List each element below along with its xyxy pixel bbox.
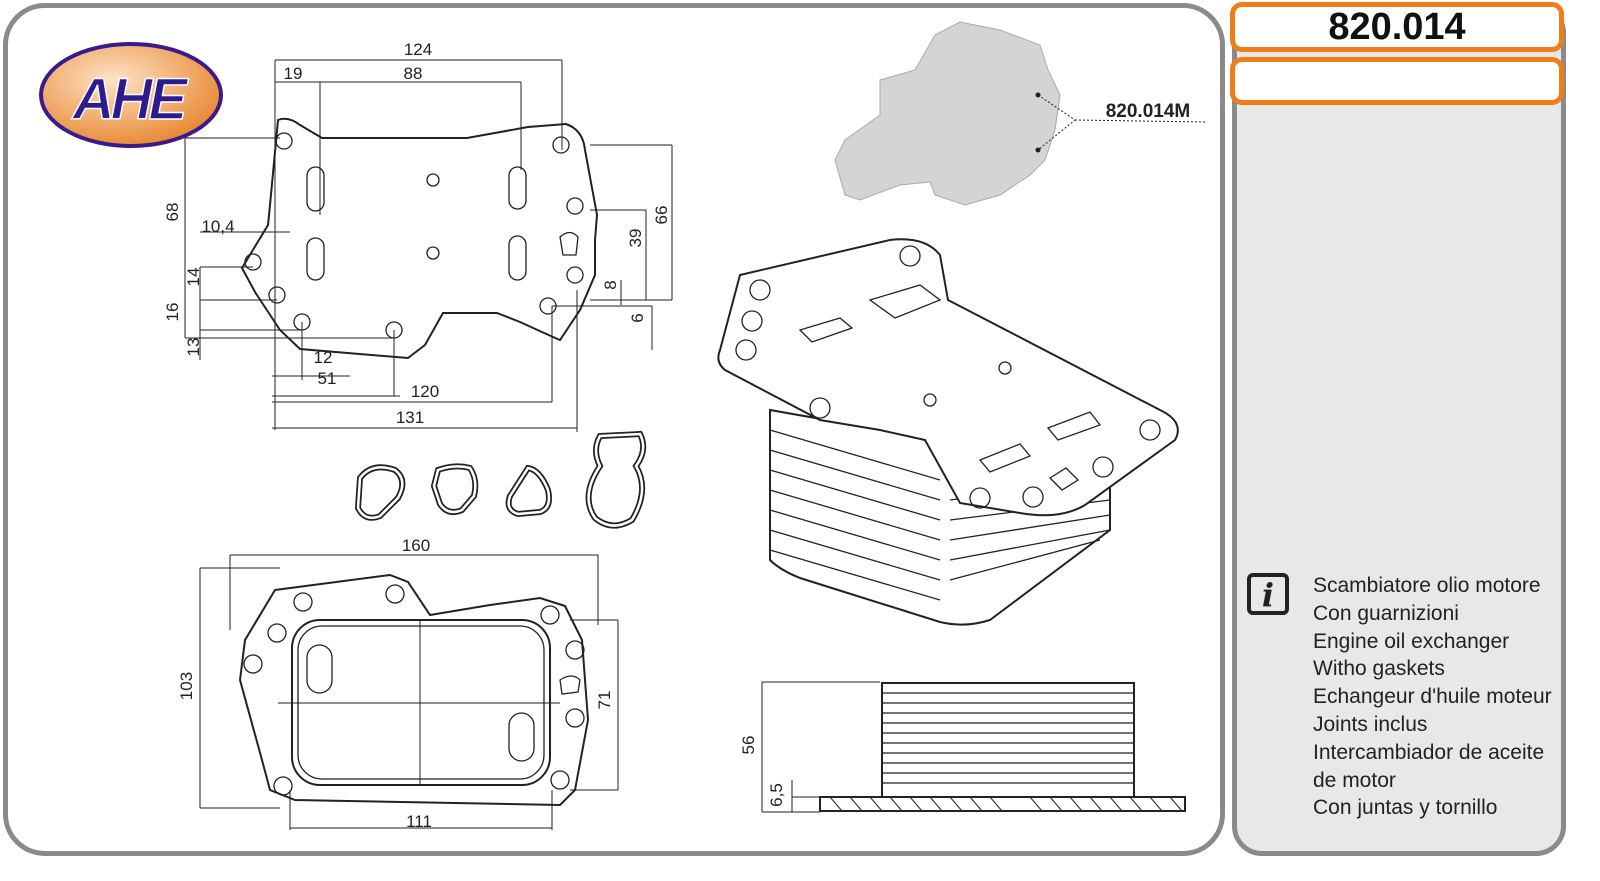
dim-12: 12 [314,348,333,367]
isometric-view-drawing [717,238,1179,626]
dim-71: 71 [595,691,614,710]
description-line: Con guarnizioni [1313,601,1459,625]
dim-51: 51 [318,369,337,388]
dim-88: 88 [404,64,423,83]
dim-111: 111 [406,812,432,831]
secondary-code-box [1230,57,1564,105]
dim-56: 56 [739,736,758,755]
dim-103: 103 [177,672,196,700]
description-line: Scambiatore olio motore [1313,574,1541,597]
dim-6: 6 [628,313,647,322]
dim-66: 66 [652,206,671,225]
dim-19: 19 [284,64,303,83]
ahe-logo: AHE [39,42,223,148]
description-line: de motor [1313,768,1396,792]
side-view-drawing [761,681,1186,813]
description-line: Witho gaskets [1313,657,1445,681]
engine-silhouette [834,21,1206,206]
engine-callout-label: 820.014M [1106,101,1191,122]
info-panel [1232,3,1566,856]
description-line: Joints inclus [1313,712,1428,736]
bottom-view-drawing [199,554,619,830]
gaskets-drawing [354,430,647,529]
dim-160: 160 [402,536,430,555]
product-description: Scambiatore olio motore Con guarnizioni … [1313,572,1552,822]
dim-13: 13 [184,338,203,357]
dim-6-5: 6,5 [767,783,786,807]
description-line: Echangeur d'huile moteur [1313,685,1552,709]
description-line: Intercambiador de aceite [1313,740,1545,764]
info-icon: i [1247,573,1289,615]
dim-8: 8 [601,280,620,289]
top-view-drawing [184,59,673,432]
dim-16: 16 [163,303,182,322]
part-number-box: 820.014 [1230,2,1564,52]
dim-124: 124 [404,40,432,59]
svg-text:AHE: AHE [71,67,190,132]
description-line: Con juntas y tornillo [1313,796,1498,820]
dim-39: 39 [626,229,645,248]
dim-68: 68 [163,203,182,222]
dim-120: 120 [411,382,439,401]
dim-14: 14 [184,268,203,287]
description-line: Engine oil exchanger [1313,629,1510,653]
dim-10-4: 10,4 [201,217,234,236]
dim-131: 131 [396,408,424,427]
